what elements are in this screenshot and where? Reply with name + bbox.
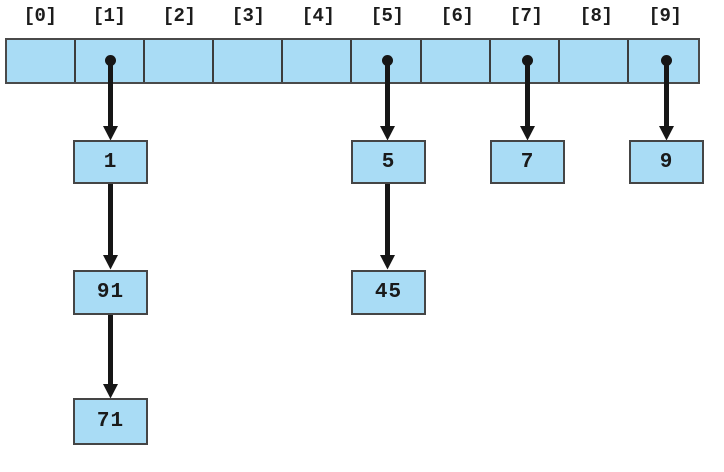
connector-node-91-to-node-71 [103,315,118,399]
array-index-label-2: [2] [162,5,196,27]
array-index-label-3: [3] [231,5,265,27]
bucket-pointer-dot-9 [661,55,672,66]
array-cell-7[interactable] [491,40,560,82]
array-index-label-7: [7] [509,5,543,27]
connector-node-5-to-node-45 [380,184,395,270]
array-index-label-6: [6] [440,5,474,27]
chain-node-bucket5-depth0[interactable]: 5 [351,140,426,184]
array-cell-6[interactable] [422,40,491,82]
chain-node-bucket5-depth1[interactable]: 45 [351,270,426,315]
array-index-label-5: [5] [370,5,404,27]
array-cell-2[interactable] [145,40,215,82]
array-index-label-9: [9] [648,5,682,27]
bucket-pointer-dot-5 [382,55,393,66]
array-index-label-8: [8] [579,5,613,27]
array-index-label-1: [1] [92,5,126,27]
hash-table-array [5,38,700,84]
connector-node-1-to-node-91 [103,184,118,270]
array-cell-5[interactable] [352,40,422,82]
chain-node-bucket9-depth0[interactable]: 9 [629,140,704,184]
chain-node-bucket1-depth0[interactable]: 1 [73,140,148,184]
array-cell-3[interactable] [214,40,284,82]
array-index-label-4: [4] [301,5,335,27]
array-cell-8[interactable] [560,40,629,82]
bucket-pointer-dot-1 [105,55,116,66]
array-cell-0[interactable] [7,40,77,82]
array-cell-1[interactable] [76,40,146,82]
chain-node-bucket1-depth1[interactable]: 91 [73,270,148,315]
chain-node-bucket7-depth0[interactable]: 7 [490,140,565,184]
bucket-pointer-dot-7 [522,55,533,66]
array-cell-4[interactable] [283,40,353,82]
array-index-label-0: [0] [23,5,57,27]
chain-node-bucket1-depth2[interactable]: 71 [73,398,148,445]
